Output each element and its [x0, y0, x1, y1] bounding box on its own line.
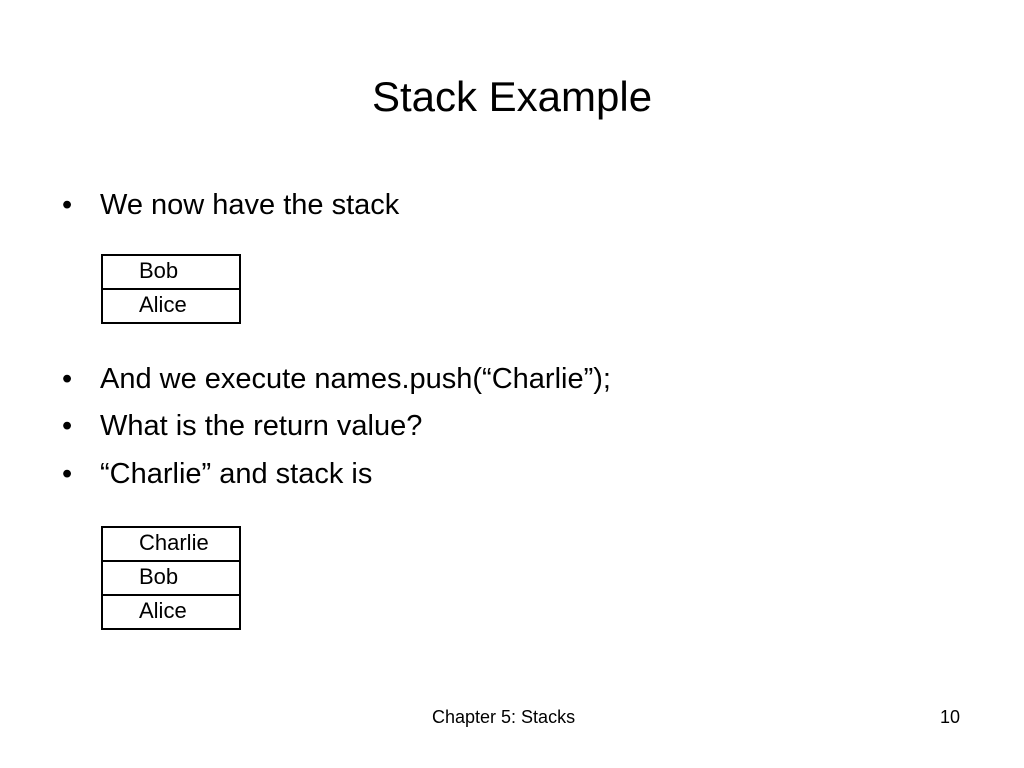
- footer-page-number: 10: [940, 707, 961, 727]
- bullet-text: We now have the stack: [100, 189, 400, 221]
- bullet-marker: •: [62, 458, 73, 490]
- stack-after: Charlie Bob Alice: [101, 526, 241, 630]
- slide-title: Stack Example: [371, 73, 653, 120]
- bullet-item: • What is the return value?: [62, 409, 422, 443]
- stack-cell: Alice: [101, 288, 241, 324]
- bullet-text: And we execute names.push(“Charlie”);: [100, 363, 611, 395]
- bullet-marker: •: [62, 410, 73, 442]
- stack-cell: Charlie: [101, 526, 241, 562]
- stack-cell: Alice: [101, 594, 241, 630]
- bullet-item: • And we execute names.push(“Charlie”);: [62, 362, 611, 396]
- bullet-item: • “Charlie” and stack is: [62, 457, 372, 491]
- bullet-marker: •: [62, 189, 73, 221]
- bullet-text: What is the return value?: [100, 410, 423, 442]
- stack-before: Bob Alice: [101, 254, 241, 324]
- bullet-text: “Charlie” and stack is: [100, 458, 373, 490]
- stack-cell: Bob: [101, 560, 241, 596]
- bullet-item: • We now have the stack: [62, 188, 399, 222]
- footer-chapter: Chapter 5: Stacks: [432, 707, 576, 727]
- bullet-marker: •: [62, 363, 73, 395]
- stack-cell: Bob: [101, 254, 241, 290]
